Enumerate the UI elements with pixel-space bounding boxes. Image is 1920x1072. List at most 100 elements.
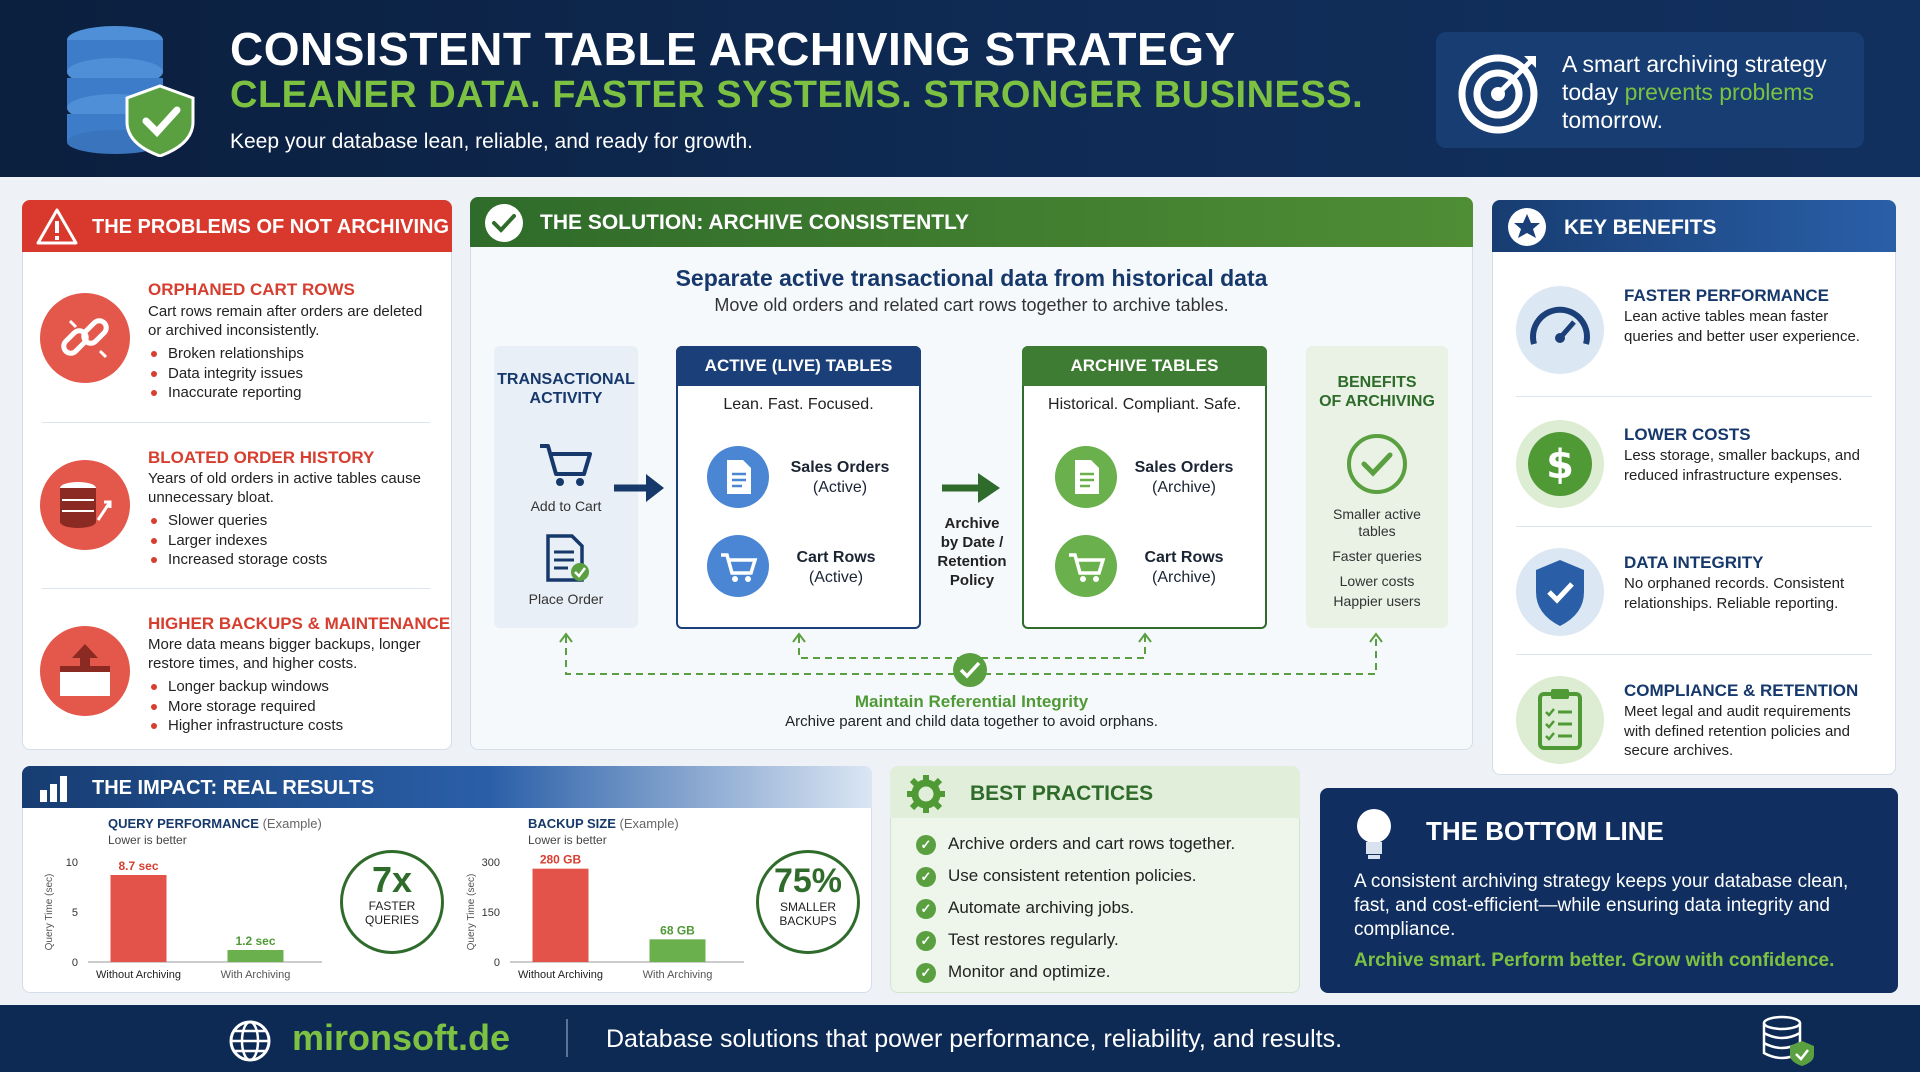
data-label: 1.2 sec (235, 934, 275, 948)
quote-text: A smart archiving strategy today prevent… (1562, 51, 1827, 133)
y-tick-label: 0 (494, 957, 500, 969)
benefit-icon-circle (1516, 548, 1604, 636)
benefit-icon-circle (1516, 286, 1604, 374)
impact-heading: THE IMPACT: REAL RESULTS (92, 777, 375, 799)
database-shield-icon (67, 26, 195, 157)
faster-queries-badge: 7x FASTER QUERIES (340, 850, 444, 954)
chart-subtitle: Lower is better (108, 833, 187, 847)
bottom-line-heading: THE BOTTOM LINE (1426, 816, 1664, 846)
active-cart-rows: Cart Rows (Active) (796, 549, 876, 586)
gear-icon (907, 775, 945, 813)
footer-brand[interactable]: mironsoft.de (292, 1017, 511, 1058)
check-circle-icon (485, 204, 523, 242)
bottom-line-panel: THE BOTTOM LINE A consistent archiving s… (1320, 788, 1898, 993)
cart-icon (540, 444, 592, 486)
benefit-title: COMPLIANCE & RETENTION (1624, 681, 1859, 700)
document-circle (1055, 446, 1117, 508)
problem-body: Years of old orders in active tables cau… (148, 470, 421, 506)
problem-icon-circle (40, 626, 130, 716)
best-practices-header: BEST PRACTICES (890, 766, 1300, 818)
divider (1516, 654, 1872, 655)
problem-icon-circle (40, 293, 130, 383)
header-banner: CONSISTENT TABLE ARCHIVING STRATEGY CLEA… (0, 0, 1920, 177)
divider (1516, 526, 1872, 527)
document-icon (1075, 460, 1099, 494)
chart-title: QUERY PERFORMANCE (Example) (108, 816, 322, 831)
database-growth-icon (60, 482, 112, 528)
document-icon (727, 460, 751, 494)
benefit-body: Less storage, smaller backups, and reduc… (1624, 447, 1860, 484)
data-label: 8.7 sec (118, 859, 158, 873)
problem-title: BLOATED ORDER HISTORY (148, 448, 375, 467)
solution-heading: THE SOLUTION: ARCHIVE CONSISTENTLY (540, 211, 969, 234)
bar (532, 868, 589, 962)
benefit-icon-circle: $ (1516, 420, 1604, 508)
integrity-title: Maintain Referential Integrity (854, 692, 1089, 711)
bar (110, 875, 167, 962)
archive-tables-heading: ARCHIVE TABLES (1022, 346, 1267, 386)
problems-header: THE PROBLEMS OF NOT ARCHIVING (22, 200, 452, 252)
list-item: Larger indexes (148, 531, 327, 551)
active-sales-orders: Sales Orders (Active) (790, 459, 890, 496)
y-tick-label: 5 (72, 907, 78, 919)
benefits-list: Smaller active tables Faster queries Low… (1332, 506, 1422, 609)
footer-divider (566, 1019, 568, 1057)
list-item: Slower queries (148, 511, 327, 531)
footer-tagline: Database solutions that power performanc… (606, 1025, 1343, 1053)
document-circle (707, 446, 769, 508)
list-item: Monitor and optimize. (916, 956, 1235, 988)
divider (42, 588, 430, 589)
page-tagline: Keep your database lean, reliable, and r… (230, 130, 754, 153)
bottom-line-tagline: Archive smart. Perform better. Grow with… (1354, 950, 1835, 971)
footer: mironsoft.de Database solutions that pow… (0, 1005, 1920, 1072)
globe-icon (229, 1020, 271, 1062)
place-order-label: Place Order (528, 591, 604, 607)
list-item: Inaccurate reporting (148, 383, 304, 403)
y-tick-label: 300 (482, 857, 500, 869)
chart-subtitle: Lower is better (528, 833, 607, 847)
archive-cart-rows: Cart Rows (Archive) (1144, 549, 1224, 586)
backup-box-icon (60, 644, 110, 696)
best-practices-heading: BEST PRACTICES (970, 782, 1154, 805)
solution-header: THE SOLUTION: ARCHIVE CONSISTENTLY (470, 197, 1473, 247)
benefit-title: DATA INTEGRITY (1624, 553, 1764, 572)
x-tick-label: With Archiving (643, 969, 713, 981)
benefit-icon-circle (1516, 676, 1604, 764)
solution-subtitle: Move old orders and related cart rows to… (714, 295, 1229, 315)
benefit-title: LOWER COSTS (1624, 425, 1751, 444)
add-to-cart-label: Add to Cart (530, 498, 602, 514)
problem-bullets: Longer backup windows More storage requi… (148, 677, 343, 736)
x-tick-label: Without Archiving (96, 969, 181, 981)
cart-icon (1069, 553, 1106, 582)
list-item: Archive orders and cart rows together. (916, 828, 1235, 860)
benefits-column (1306, 346, 1448, 628)
problem-icon-circle (40, 460, 130, 550)
key-benefits-header: KEY BENEFITS (1492, 200, 1896, 252)
y-axis-label: Query Time (sec) (44, 874, 55, 951)
warning-icon (36, 208, 78, 245)
x-tick-label: Without Archiving (518, 969, 603, 981)
problems-heading: THE PROBLEMS OF NOT ARCHIVING (92, 216, 450, 238)
active-tables-heading: ACTIVE (LIVE) TABLES (676, 346, 921, 386)
list-item: More storage required (148, 697, 343, 717)
shield-check-icon (1536, 560, 1584, 626)
benefit-body: No orphaned records. Consistent relation… (1624, 575, 1845, 612)
key-benefits-heading: KEY BENEFITS (1564, 216, 1717, 239)
star-icon (1508, 208, 1546, 246)
list-item: Increased storage costs (148, 550, 327, 570)
problem-body: Cart rows remain after orders are delete… (148, 303, 423, 339)
problem-bullets: Broken relationships Data integrity issu… (148, 344, 304, 403)
divider (42, 422, 430, 423)
list-item: Broken relationships (148, 344, 304, 364)
data-label: 68 GB (660, 923, 695, 937)
smaller-backups-badge: 75% SMALLER BACKUPS (756, 850, 860, 954)
transactional-heading: TRANSACTIONAL ACTIVITY (497, 371, 635, 407)
target-icon (1458, 54, 1538, 134)
arrow-right-icon (614, 474, 664, 502)
data-label: 280 GB (540, 853, 582, 867)
benefit-title: FASTER PERFORMANCE (1624, 286, 1829, 305)
archive-tables-sub: Historical. Compliant. Safe. (1048, 396, 1241, 413)
order-document-icon (546, 534, 589, 582)
benefit-body: Lean active tables mean faster queries a… (1624, 308, 1860, 345)
